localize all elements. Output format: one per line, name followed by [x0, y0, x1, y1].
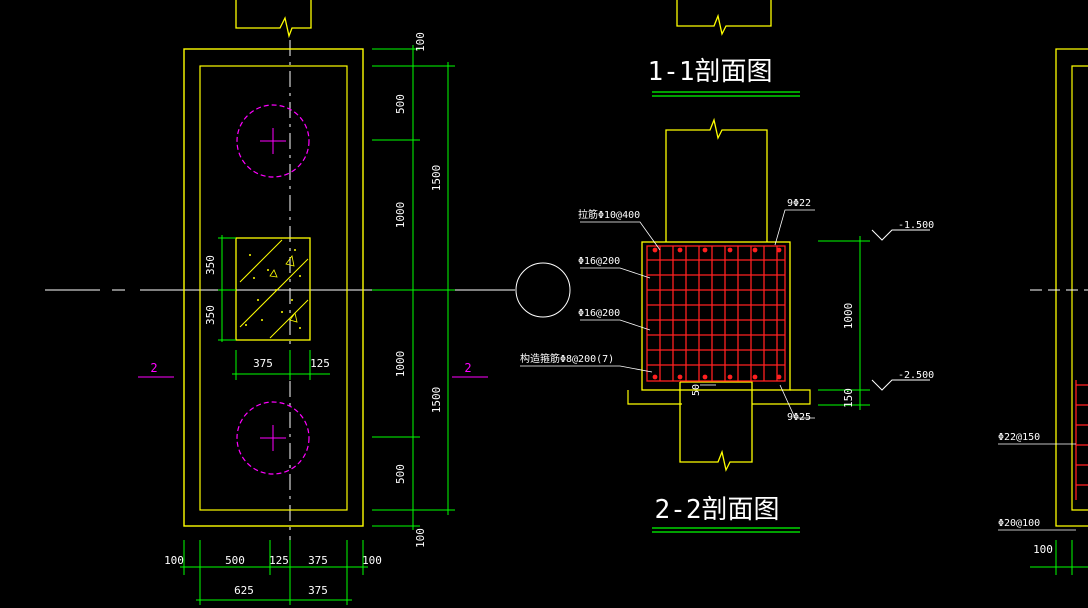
- section-2-2-cap: [641, 241, 791, 391]
- label-bar-mid: Φ16@200: [578, 308, 620, 319]
- dim-right-1000-bottom: 1000: [394, 351, 407, 378]
- dim-right-1500-bottom: 1500: [430, 387, 443, 414]
- right-view-dim: [1030, 540, 1088, 575]
- column-dim-bottom: [232, 350, 330, 380]
- right-view-label-1: Φ22@150: [998, 432, 1040, 443]
- dim-column-lower: 350: [204, 305, 217, 325]
- section-2-2-dims: [818, 236, 870, 410]
- label-bottom-bars: 9Φ25: [787, 412, 811, 423]
- section-2-2-title: 2-2剖面图: [655, 495, 780, 525]
- dim-right-500-top: 500: [394, 94, 407, 114]
- section-2-2-pile: [679, 381, 753, 472]
- elevation-top: -1.500: [898, 220, 934, 231]
- section-1-1-title: 1-1剖面图: [648, 57, 773, 87]
- rebar-grid: [646, 245, 786, 382]
- dim-right-top-cover: 100: [414, 32, 427, 52]
- dim-bottom-cover-left: 100: [164, 554, 184, 567]
- cap-outline-outer: [183, 48, 364, 527]
- dim-right-bottom-cover: 100: [414, 528, 427, 548]
- section-1-1-column-stub: [676, 0, 772, 36]
- dim-bottom-500: 500: [225, 554, 245, 567]
- column-hatch: [239, 239, 309, 339]
- column-section: [235, 237, 311, 341]
- dim-bottom-375: 375: [308, 554, 328, 567]
- column-stub-top: [235, 0, 312, 39]
- right-partial-view: Φ22@150 Φ20@100 100: [998, 48, 1088, 575]
- right-view-outline-inner: [1071, 65, 1088, 511]
- section-2-2: 拉筋Φ10@400 Φ16@200 Φ16@200 构造箍筋Φ8@200(7) …: [520, 117, 934, 533]
- section-2-2-base-right: [752, 389, 811, 405]
- right-view-outline-outer: [1055, 48, 1088, 527]
- dim-bottom-total-625: 625: [234, 584, 254, 597]
- dim-right-1000-top: 1000: [394, 202, 407, 229]
- section-mark-right: 2: [464, 361, 471, 375]
- dim-section-150: 150: [842, 388, 855, 408]
- dim-bottom-cover-right: 100: [362, 554, 382, 567]
- concrete-triangles: [269, 255, 298, 323]
- axis-bubble: [515, 262, 571, 318]
- label-bar-top: Φ16@200: [578, 256, 620, 267]
- plan-view: 350 350 375 125 2 2 100 500 1: [45, 0, 571, 605]
- section-2-2-column-upper: [665, 117, 768, 242]
- right-view-dim-100: 100: [1033, 543, 1053, 556]
- label-lajin: 拉筋Φ10@400: [578, 208, 640, 221]
- dim-column-upper: 350: [204, 255, 217, 275]
- dim-right-1500-top: 1500: [430, 165, 443, 192]
- rebar-dots: [652, 247, 782, 380]
- dim-section-1000: 1000: [842, 303, 855, 330]
- pile-bottom: [236, 401, 310, 475]
- dim-50: 50: [691, 384, 702, 396]
- section-mark-left: 2: [150, 361, 157, 375]
- dim-bottom-total-375: 375: [308, 584, 328, 597]
- right-view-label-2: Φ20@100: [998, 518, 1040, 529]
- column-dim-left: [218, 235, 236, 342]
- dim-right-500-bottom: 500: [394, 464, 407, 484]
- right-view-rebar: [1075, 380, 1088, 500]
- label-stirrup: 构造箍筋Φ8@200(7): [520, 352, 614, 365]
- cap-outline-inner: [199, 65, 348, 511]
- section-2-2-base-left: [627, 390, 682, 405]
- elevation-bottom: -2.500: [898, 370, 934, 381]
- elevation-marks: [871, 229, 930, 391]
- dim-chain-bottom: [180, 540, 368, 605]
- dim-column-width-left: 375: [253, 357, 273, 370]
- label-top-bars: 9Φ22: [787, 198, 811, 209]
- dim-chain-right: [372, 45, 455, 530]
- dim-column-width-right: 125: [310, 357, 330, 370]
- section-2-2-leaders: [520, 209, 815, 419]
- section-1-1: 1-1剖面图: [648, 0, 800, 97]
- concrete-speckle: [245, 249, 301, 329]
- pile-top: [236, 104, 310, 178]
- dim-bottom-125: 125: [269, 554, 289, 567]
